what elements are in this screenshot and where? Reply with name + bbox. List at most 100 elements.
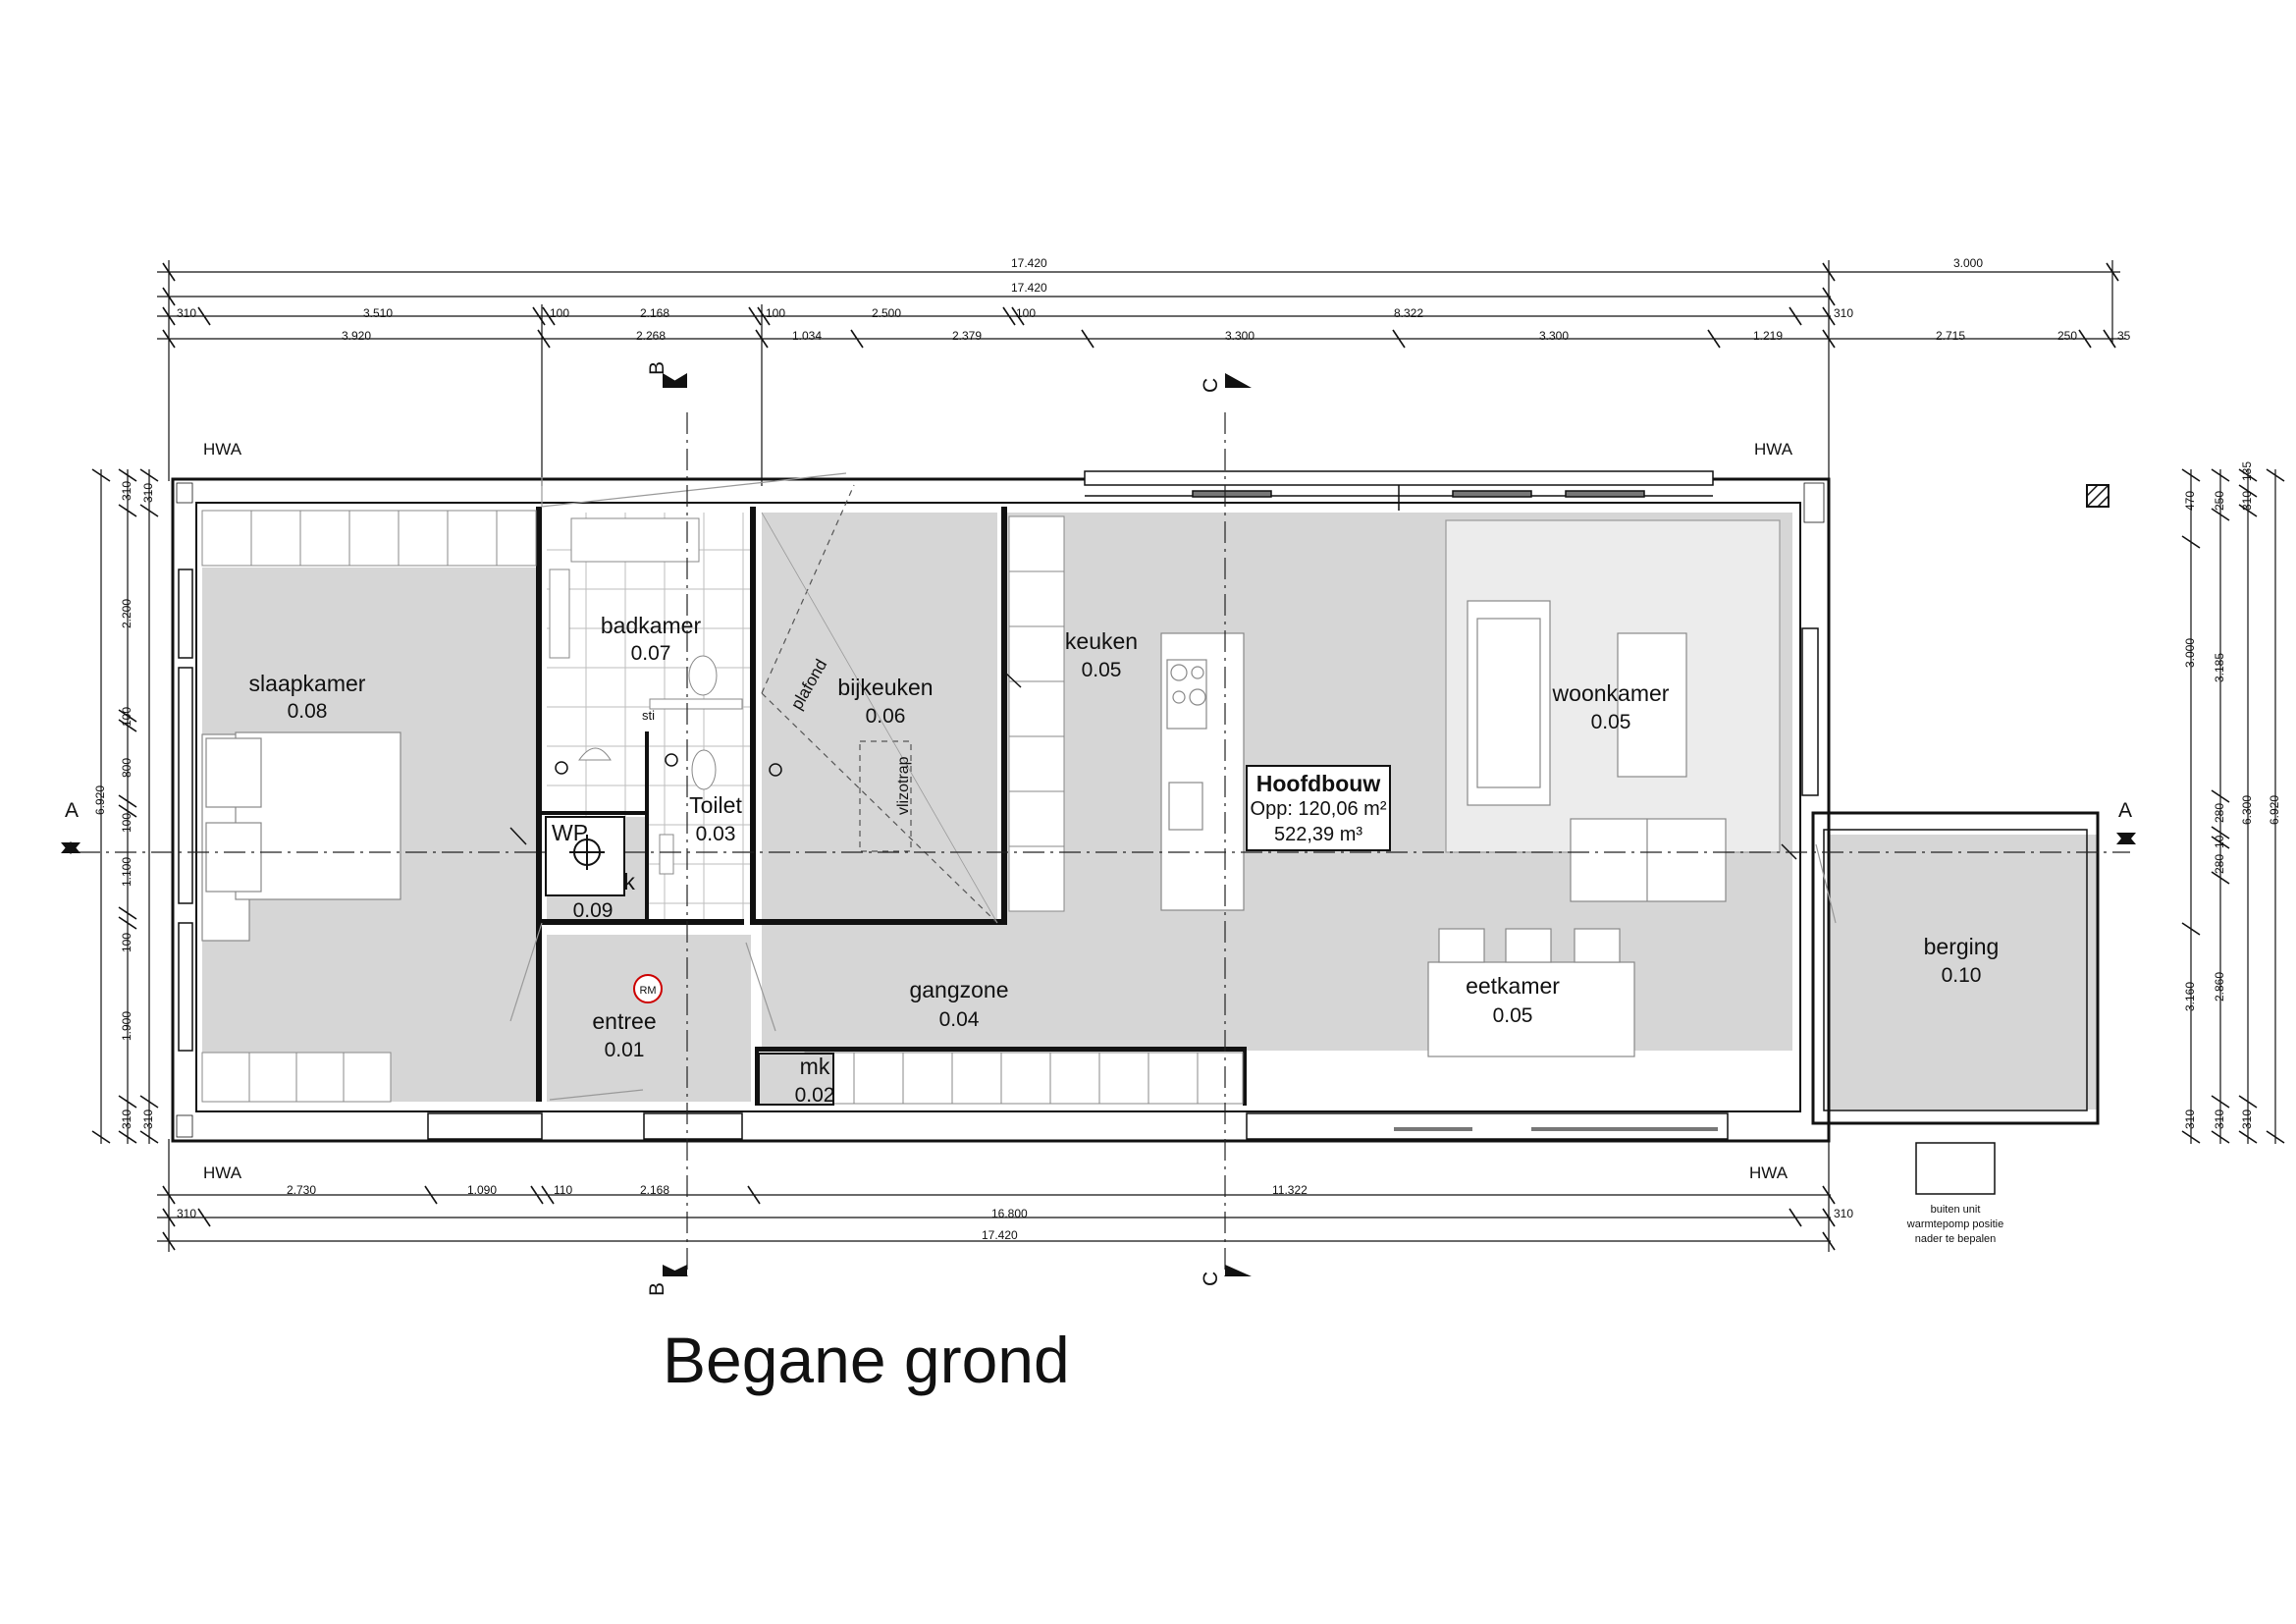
room-code-woonkamer: 0.05 bbox=[1591, 711, 1631, 733]
dim-left-7: 100 bbox=[120, 933, 133, 952]
wardrobe-bottom bbox=[201, 1052, 392, 1103]
dim-top-r4-1: 3.920 bbox=[342, 329, 371, 343]
right-dimension-texts: 470 3.000 3.160 310 250 3.185 280 10 280… bbox=[2183, 461, 2281, 1129]
dim-bot-r2-2: 16.800 bbox=[991, 1207, 1028, 1220]
room-name-entree: entree bbox=[592, 1008, 656, 1034]
room-code-entree: 0.01 bbox=[605, 1039, 645, 1061]
dim-left-5: 100 bbox=[120, 813, 133, 833]
section-b-top: B bbox=[646, 361, 668, 375]
armchair bbox=[1570, 818, 1727, 902]
room-code-gangzone: 0.04 bbox=[939, 1008, 980, 1031]
dim-bot-r2-3: 310 bbox=[1834, 1207, 1853, 1220]
room-name-badkamer: badkamer bbox=[601, 613, 702, 638]
dim-left-3: 100 bbox=[120, 707, 133, 727]
hwa-bottom-left: HWA bbox=[203, 1164, 242, 1182]
hwa-top-left: HWA bbox=[203, 440, 242, 459]
dim-top-total-1: 17.420 bbox=[1011, 256, 1047, 270]
dim-top-r4-6: 3.300 bbox=[1539, 329, 1569, 343]
dim-right-c2-1: 250 bbox=[2213, 491, 2226, 511]
dim-top-r3-3: 100 bbox=[550, 306, 569, 320]
dim-top-r4-7: 1.219 bbox=[1753, 329, 1783, 343]
dim-top-r3-7: 100 bbox=[1016, 306, 1036, 320]
dim-bot-r1-1: 2.730 bbox=[287, 1183, 316, 1197]
bathroom-fixtures bbox=[549, 517, 743, 875]
dim-left-inner-1: 310 bbox=[141, 483, 155, 503]
interior-walls bbox=[536, 507, 1247, 1106]
vlizotrap-label: vlizotrap bbox=[895, 756, 912, 815]
wardrobe-top bbox=[201, 510, 537, 567]
dim-right-c4-1: 6.920 bbox=[2268, 795, 2281, 825]
section-markers: A A B B C C bbox=[61, 361, 2136, 1296]
dim-left-8: 1.900 bbox=[120, 1011, 133, 1041]
dim-right-c3-3: 6.300 bbox=[2240, 795, 2254, 825]
dim-right-c1-2: 3.000 bbox=[2183, 638, 2197, 668]
hatched-square-symbol bbox=[2086, 484, 2109, 508]
summary-box: Hoofdbouw Opp: 120,06 m² 522,39 m³ bbox=[1246, 765, 1391, 851]
room-name-keuken: keuken bbox=[1065, 628, 1138, 654]
top-dimension-lines bbox=[157, 260, 2125, 486]
ceiling-hatch bbox=[761, 484, 998, 924]
dim-top-r4-5: 3.300 bbox=[1225, 329, 1255, 343]
dim-right-c3-1: 135 bbox=[2240, 461, 2254, 481]
dim-top-r3-2: 3.510 bbox=[363, 306, 393, 320]
dim-right-c3-4: 310 bbox=[2240, 1110, 2254, 1129]
dim-right-c2-6: 2.860 bbox=[2213, 972, 2226, 1001]
dim-top-r4-4: 2.379 bbox=[952, 329, 982, 343]
left-windows bbox=[178, 568, 193, 1052]
room-code-eetkamer: 0.05 bbox=[1493, 1004, 1533, 1027]
dim-right-c2-3: 280 bbox=[2213, 803, 2226, 823]
room-name-bijkeuken: bijkeuken bbox=[837, 675, 933, 700]
rm-label: RM bbox=[639, 985, 656, 997]
section-a-right: A bbox=[2118, 799, 2132, 822]
dim-right-c2-5: 280 bbox=[2213, 854, 2226, 874]
dim-left-6: 1.100 bbox=[120, 857, 133, 887]
right-window bbox=[1801, 627, 1819, 796]
sofa bbox=[1467, 600, 1687, 806]
dim-left-1: 310 bbox=[120, 481, 133, 501]
dim-top-r4-2: 2.268 bbox=[636, 329, 666, 343]
right-dimension-lines bbox=[2181, 468, 2285, 1144]
dim-right-c2-2: 3.185 bbox=[2213, 653, 2226, 682]
outdoor-unit-note-1: buiten unit bbox=[1931, 1204, 1981, 1216]
left-dimension-lines bbox=[91, 468, 159, 1144]
dim-top-r4-3: 1.034 bbox=[792, 329, 822, 343]
dim-right-c1-3: 3.160 bbox=[2183, 982, 2197, 1011]
dining-table bbox=[1427, 928, 1635, 1057]
smoke-detector: RM bbox=[633, 974, 663, 1003]
hwa-labels: HWA HWA HWA HWA bbox=[203, 440, 1793, 1182]
section-a-left: A bbox=[65, 799, 79, 822]
summary-name: Hoofdbouw bbox=[1256, 771, 1381, 796]
room-code-keuken: 0.05 bbox=[1082, 659, 1122, 681]
dim-top-annex: 3.000 bbox=[1953, 256, 1983, 270]
dim-left-4: 800 bbox=[120, 758, 133, 778]
dim-top-r3-9: 310 bbox=[1834, 306, 1853, 320]
room-code-berging: 0.10 bbox=[1942, 964, 1982, 987]
dim-bot-r1-2: 1.090 bbox=[467, 1183, 497, 1197]
dim-top-total-2: 17.420 bbox=[1011, 281, 1047, 295]
bottom-windows bbox=[427, 1112, 1729, 1140]
dim-bot-r3-1: 17.420 bbox=[982, 1228, 1018, 1242]
sti-label: sti bbox=[642, 708, 655, 723]
dim-top-r4-8: 2.715 bbox=[1936, 329, 1965, 343]
section-lines bbox=[79, 412, 2130, 1276]
kitchen-island bbox=[1160, 632, 1245, 911]
dim-right-c3-2: 310 bbox=[2240, 491, 2254, 511]
room-name-woonkamer: woonkamer bbox=[1552, 680, 1670, 706]
dim-left-9: 310 bbox=[120, 1110, 133, 1129]
kitchen-cabinets bbox=[1008, 515, 1065, 912]
bottom-dimension-texts: 2.730 1.090 110 2.168 11.322 310 16.800 … bbox=[177, 1183, 1853, 1242]
dim-left-2: 2.200 bbox=[120, 599, 133, 628]
dim-top-r4-10: 35 bbox=[2117, 329, 2131, 343]
room-code-mk: 0.02 bbox=[795, 1084, 835, 1107]
wp-symbol: WP bbox=[545, 816, 625, 896]
summary-volume: 522,39 m³ bbox=[1274, 824, 1362, 845]
room-name-slaapkamer: slaapkamer bbox=[249, 671, 366, 696]
outer-walls bbox=[171, 477, 1831, 1143]
floor-gangzone bbox=[762, 925, 1311, 1051]
room-code-techniek: 0.09 bbox=[573, 899, 614, 922]
room-name-toilet: Toilet bbox=[689, 792, 742, 818]
outdoor-unit-note-3: nader te bepalen bbox=[1915, 1233, 1997, 1245]
hwa-bottom-right: HWA bbox=[1749, 1164, 1789, 1182]
berging-walls bbox=[1811, 811, 2100, 1125]
